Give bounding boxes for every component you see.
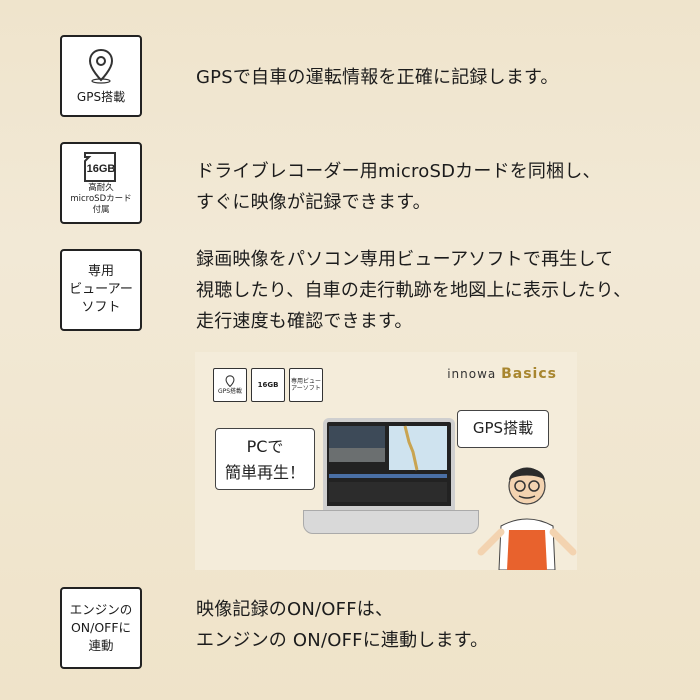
sd-card-label-line: 付属 — [92, 204, 110, 215]
brand-logo: innowa Basics — [447, 366, 557, 382]
brand-suffix: Basics — [501, 366, 557, 382]
gps-feature-description: GPSで自車の運転情報を正確に記録します。 — [196, 62, 559, 93]
engine-link-icon-box: エンジンの ON/OFFに 連動 — [60, 587, 142, 669]
location-pin-icon — [88, 48, 114, 84]
brand-prefix: innowa — [447, 367, 497, 381]
mini-gps-icon-box: GPS搭載 — [213, 368, 247, 402]
description-line: 走行速度も確認できます。 — [196, 311, 413, 332]
description-line: 視聴したり、自車の走行軌跡を地図上に表示したり、 — [196, 280, 632, 301]
viewer-software-label-line: ビューアー — [69, 282, 133, 297]
engine-link-label-line: エンジンの — [69, 602, 133, 617]
mini-software-label: 専用ビューアーソフト — [290, 378, 321, 392]
mini-sd-label: 16GB — [257, 380, 279, 389]
bubble-line: PCで — [246, 437, 284, 456]
engine-link-label-line: ON/OFFに — [70, 620, 132, 635]
presenter-illustration — [477, 467, 577, 570]
gps-feature-label: GPS搭載 — [76, 89, 126, 104]
description-line: ドライブレコーダー用microSDカードを同梱し、 — [196, 161, 601, 182]
viewer-software-screenshot — [329, 425, 447, 502]
viewer-software-icon-box: 専用 ビューアー ソフト — [60, 249, 142, 331]
sd-card-icon: 16GB — [84, 151, 116, 182]
engine-link-label-line: 連動 — [88, 638, 114, 653]
viewer-software-description: 録画映像をパソコン専用ビューアソフトで再生して 視聴したり、自車の走行軌跡を地図… — [196, 244, 631, 337]
gps-bubble: GPS搭載 — [457, 410, 549, 448]
viewer-software-label-line: 専用 — [87, 264, 114, 279]
description-line: すぐに映像が記録できます。 — [196, 192, 431, 213]
sd-card-feature-description: ドライブレコーダー用microSDカードを同梱し、 すぐに映像が記録できます。 — [196, 156, 601, 218]
laptop-keyboard — [303, 510, 479, 534]
gps-feature-icon-box: GPS搭載 — [60, 35, 142, 117]
description-line: 録画映像をパソコン専用ビューアソフトで再生して — [196, 249, 614, 270]
viewer-software-label-line: ソフト — [81, 300, 121, 315]
description-line: GPSで自車の運転情報を正確に記録します。 — [196, 67, 559, 88]
sd-card-label-line: 高耐久 — [88, 182, 114, 193]
mini-software-icon-box: 専用ビューアーソフト — [289, 368, 323, 402]
engine-link-description: 映像記録のON/OFFは、 エンジンの ON/OFFに連動します。 — [196, 594, 488, 656]
sd-card-feature-icon-box: 16GB 高耐久 microSDカード 付属 — [60, 142, 142, 224]
location-pin-icon — [225, 375, 235, 388]
pc-playback-bubble: PCで 簡単再生！ — [215, 428, 315, 490]
description-line: 映像記録のON/OFFは、 — [196, 599, 394, 620]
product-banner-image: GPS搭載 16GB 専用ビューアーソフト innowa Basics PCで … — [195, 352, 577, 570]
bubble-line: 簡単再生！ — [224, 463, 305, 482]
mini-gps-label: GPS搭載 — [217, 388, 243, 395]
sd-card-label-line: microSDカード — [70, 193, 132, 204]
mini-sd-icon-box: 16GB — [251, 368, 285, 402]
laptop-screen — [323, 418, 455, 510]
description-line: エンジンの ON/OFFに連動します。 — [196, 630, 489, 651]
sd-card-capacity: 16GB — [87, 163, 116, 175]
